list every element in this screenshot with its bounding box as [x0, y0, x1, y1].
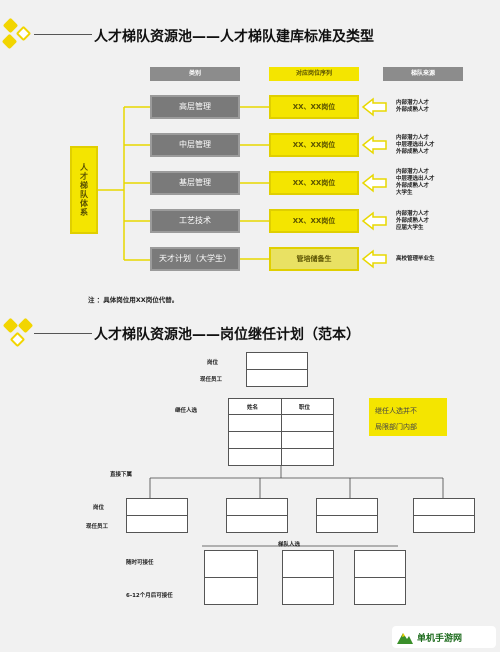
note-box: 继任人选并不 局限部门内部 [369, 398, 447, 436]
section1-title: 人才梯队资源池——人才梯队建库标准及类型 [94, 29, 374, 45]
position-box: XX、XX岗位 [269, 95, 359, 119]
bracket-connector [98, 106, 150, 261]
source-list: 内部潜力人才 外部成熟人才 [396, 100, 429, 114]
arrows-layer [240, 97, 387, 269]
label-position2: 岗位 [93, 505, 105, 511]
label-ready-6-12: 6-12个月后可接任 [126, 593, 173, 599]
position-box: 管培储备生 [269, 247, 359, 271]
vertical-label: 人才梯队体系 [79, 163, 89, 217]
section2-title: 人才梯队资源池——岗位继任计划（范本） [94, 327, 360, 343]
header-category: 类别 [150, 67, 240, 81]
candidate-cell [354, 577, 406, 605]
category-box: 基层管理 [150, 171, 240, 195]
source-list: 内部潜力人才 中层理选出人才 外部成熟人才 大学生 [396, 169, 435, 197]
source-item: 外部成熟人才 [396, 149, 430, 155]
source-item: 中层理选出人才 [396, 142, 435, 148]
source-item: 大学生 [396, 190, 413, 196]
category-box: 中层管理 [150, 133, 240, 157]
source-item: 外部成熟人才 [396, 218, 430, 224]
report-cell [316, 515, 378, 533]
report-cell [413, 515, 475, 533]
label-current-employee: 现任员工 [200, 377, 223, 383]
report-cell [126, 515, 188, 533]
source-item: 内部潜力人才 [396, 169, 430, 175]
source-item: 内部潜力人才 [396, 211, 430, 217]
col-post: 职位 [299, 405, 311, 411]
title-rule [34, 333, 92, 334]
report-cell [316, 498, 378, 516]
position-box: XX、XX岗位 [269, 133, 359, 157]
source-item: 内部潜力人才 [396, 135, 430, 141]
label-ready-now: 随时可接任 [126, 560, 154, 566]
source-item: 应届大学生 [396, 225, 424, 231]
note-line: 局限部门内部 [375, 423, 417, 431]
report-cell [126, 498, 188, 516]
position-box: XX、XX岗位 [269, 209, 359, 233]
report-cell [226, 498, 288, 516]
source-list: 内部潜力人才 中层理选出人才 外部成熟人才 [396, 135, 435, 156]
candidate-cell [282, 577, 334, 605]
report-cell [413, 498, 475, 516]
label-echelon: 梯队人选 [278, 542, 301, 548]
category-box: 天才计划（大学生） [150, 247, 240, 271]
position-box: XX、XX岗位 [269, 171, 359, 195]
header-position: 对应岗位序列 [269, 67, 359, 81]
source-item: 外部成熟人才 [396, 183, 430, 189]
label-position: 岗位 [207, 360, 219, 366]
label-current-employee2: 现任员工 [86, 524, 109, 530]
source-item: 外部成熟人才 [396, 107, 430, 113]
mountain-icon [397, 633, 413, 644]
source-item: 内部潜力人才 [396, 100, 430, 106]
watermark-text: 单机手游网 [417, 633, 463, 644]
candidate-cell [204, 577, 258, 605]
source-item: 中层理选出人才 [396, 176, 435, 182]
report-cell [226, 515, 288, 533]
candidate-cell [282, 550, 334, 578]
vertical-label-box: 人才梯队体系 [70, 146, 98, 234]
candidate-cell [354, 550, 406, 578]
title-rule [34, 34, 92, 35]
source-item: 高校管理毕业生 [396, 256, 435, 262]
category-box: 工艺技术 [150, 209, 240, 233]
watermark-logo: 单机手游网 [392, 626, 496, 648]
source-list: 高校管理毕业生 [396, 256, 435, 263]
footnote: 注 ：具体岗位用XX岗位代替。 [88, 296, 179, 304]
label-successor: 继任人选 [175, 408, 198, 414]
category-box: 高层管理 [150, 95, 240, 119]
col-name: 姓名 [247, 405, 259, 411]
source-list: 内部潜力人才 外部成熟人才 应届大学生 [396, 211, 429, 232]
header-source: 梯队来源 [383, 67, 463, 81]
successor-table: 姓名 职位 [228, 398, 334, 466]
label-direct-reports: 直接下属 [110, 472, 133, 478]
note-line: 继任人选并不 [375, 407, 417, 415]
cell-current [246, 369, 308, 387]
candidate-cell [204, 550, 258, 578]
